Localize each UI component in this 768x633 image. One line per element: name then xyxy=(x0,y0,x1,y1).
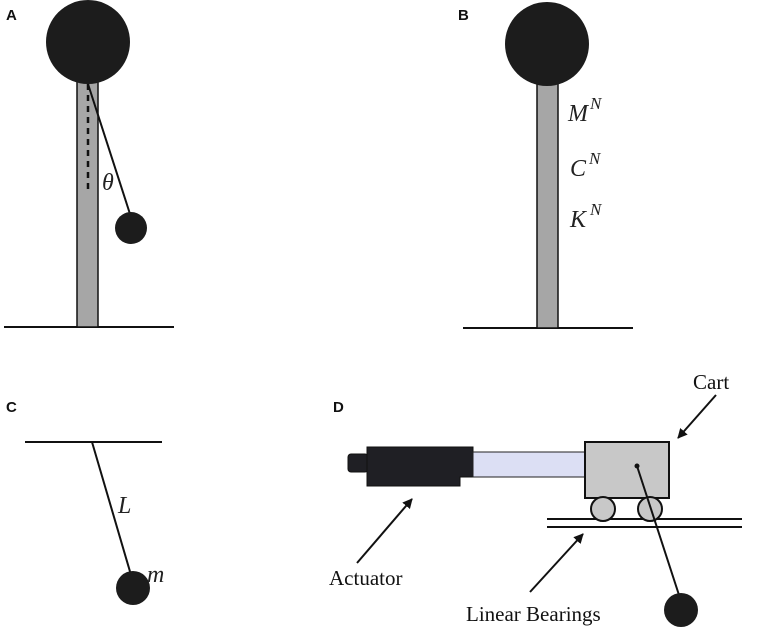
panel-c-mass-label: m xyxy=(147,562,164,588)
panel-d-actuator-body xyxy=(366,446,474,487)
panel-b-rod xyxy=(536,79,559,329)
panel-b-mass-symbol: M xyxy=(567,101,590,127)
panel-c-pendulum-string xyxy=(91,441,132,576)
panel-a-pendulum-string xyxy=(87,83,131,215)
panel-b-damping-symbol: C xyxy=(570,156,587,182)
panel-a-pendulum-bob xyxy=(115,212,147,244)
panel-a-angle-label: θ xyxy=(102,170,114,196)
panel-c-pendulum-bob xyxy=(116,571,150,605)
panel-d-actuator-label: Actuator xyxy=(329,566,402,590)
panel-a: A θ xyxy=(4,0,174,328)
panel-d-pendulum-string xyxy=(636,465,680,596)
panel-b-top-mass xyxy=(505,2,589,86)
panel-d-actuator-shaft xyxy=(472,451,586,478)
panel-d-letter: D xyxy=(333,399,344,416)
panel-d-pendulum-pivot xyxy=(634,463,640,469)
panel-d-cart-label: Cart xyxy=(693,370,729,394)
panel-a-letter: A xyxy=(6,7,17,24)
panel-d-bearings-arrow xyxy=(529,533,584,593)
panel-b: B M N C N K N xyxy=(458,2,633,329)
panel-b-letter: B xyxy=(458,7,469,24)
panel-d-bearings-label: Linear Bearings xyxy=(466,602,601,626)
panel-b-mass-superscript: N xyxy=(589,94,603,113)
panel-d: D Cart Actuator Linear Bearings xyxy=(329,370,742,627)
panel-b-stiffness-superscript: N xyxy=(589,200,603,219)
panel-d-cart-body xyxy=(584,441,670,499)
panel-c-length-label: L xyxy=(117,493,131,519)
panel-d-actuator-arrow xyxy=(356,498,413,564)
panel-b-stiffness-symbol: K xyxy=(569,207,588,233)
panel-d-cart-arrow xyxy=(677,394,717,439)
panel-d-actuator-endcap xyxy=(347,453,369,473)
panel-c-letter: C xyxy=(6,399,17,416)
panel-a-top-mass xyxy=(46,0,130,84)
panel-b-damping-superscript: N xyxy=(588,149,602,168)
panel-c: C L m xyxy=(6,399,164,605)
panel-d-cart-wheel-left xyxy=(590,496,616,522)
panel-d-pendulum-bob xyxy=(664,593,698,627)
